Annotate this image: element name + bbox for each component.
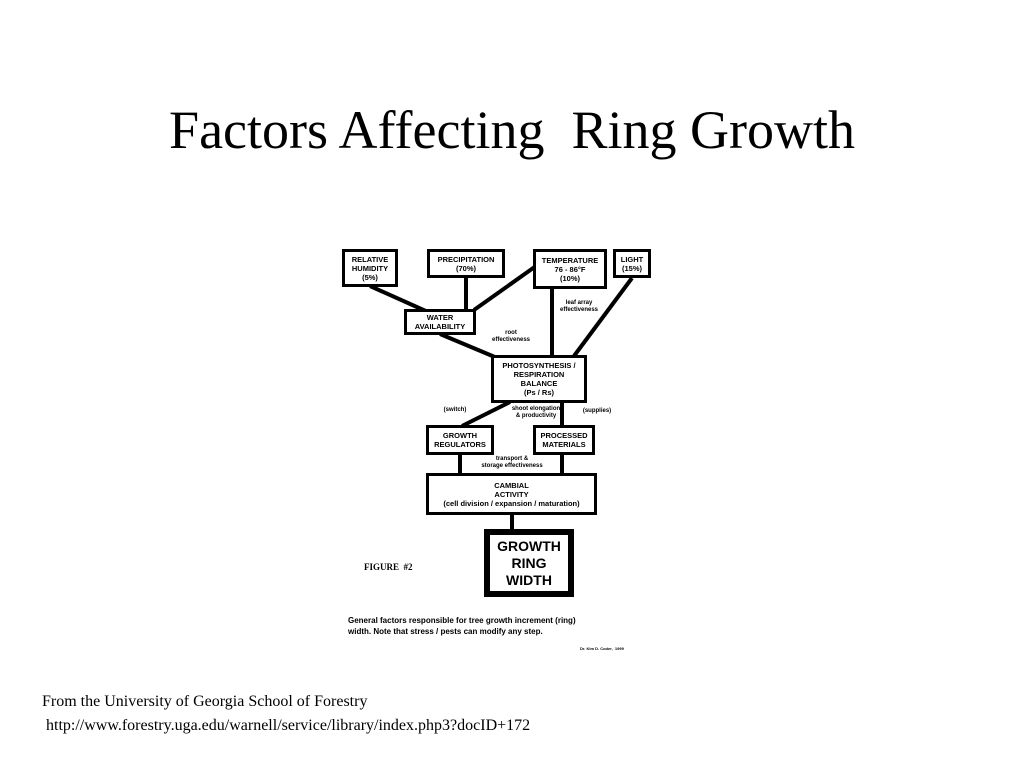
box-water-availability: WATER AVAILABILITY bbox=[404, 309, 476, 335]
label-shoot-elongation: shoot elongation & productivity bbox=[511, 406, 561, 419]
slide-title: Factors Affecting Ring Growth bbox=[169, 100, 855, 160]
box-relative-humidity: RELATIVE HUMIDITY (5%) bbox=[342, 249, 398, 287]
diagram-connectors bbox=[369, 264, 634, 532]
connector-light-photosynthesis bbox=[572, 276, 634, 358]
label-supplies: (supplies) bbox=[582, 408, 612, 414]
connector-photosynthesis-regulators bbox=[461, 400, 511, 428]
box-photosynthesis-respiration: PHOTOSYNTHESIS / RESPIRATION BALANCE (Ps… bbox=[491, 355, 587, 403]
box-temperature: TEMPERATURE 76 - 86°F (10%) bbox=[533, 249, 607, 289]
figure-caption: General factors responsible for tree gro… bbox=[348, 616, 576, 636]
label-transport-storage: transport & storage effectiveness bbox=[481, 456, 543, 469]
box-growth-ring-width: GROWTH RING WIDTH bbox=[484, 529, 574, 597]
box-cambial-activity: CAMBIAL ACTIVITY (cell division / expans… bbox=[426, 473, 597, 515]
box-light: LIGHT (15%) bbox=[613, 249, 651, 278]
ring-growth-diagram: RELATIVE HUMIDITY (5%) PRECIPITATION (70… bbox=[336, 240, 666, 660]
connector-temperature-water bbox=[472, 264, 538, 312]
label-root-effectiveness: root effectiveness bbox=[491, 330, 531, 343]
connector-humidity-water bbox=[369, 284, 429, 314]
label-switch: (switch) bbox=[443, 407, 467, 413]
box-processed-materials: PROCESSED MATERIALS bbox=[533, 425, 595, 455]
figure-label: FIGURE #2 bbox=[364, 562, 413, 572]
source-attribution: From the University of Georgia School of… bbox=[42, 693, 368, 710]
box-growth-regulators: GROWTH REGULATORS bbox=[426, 425, 494, 455]
figure-credit: Dr. Kim D. Coder, 1999 bbox=[580, 646, 624, 651]
source-url: http://www.forestry.uga.edu/warnell/serv… bbox=[42, 717, 531, 734]
label-leaf-array-effectiveness: leaf array effectiveness bbox=[559, 300, 599, 313]
box-precipitation: PRECIPITATION (70%) bbox=[427, 249, 505, 278]
